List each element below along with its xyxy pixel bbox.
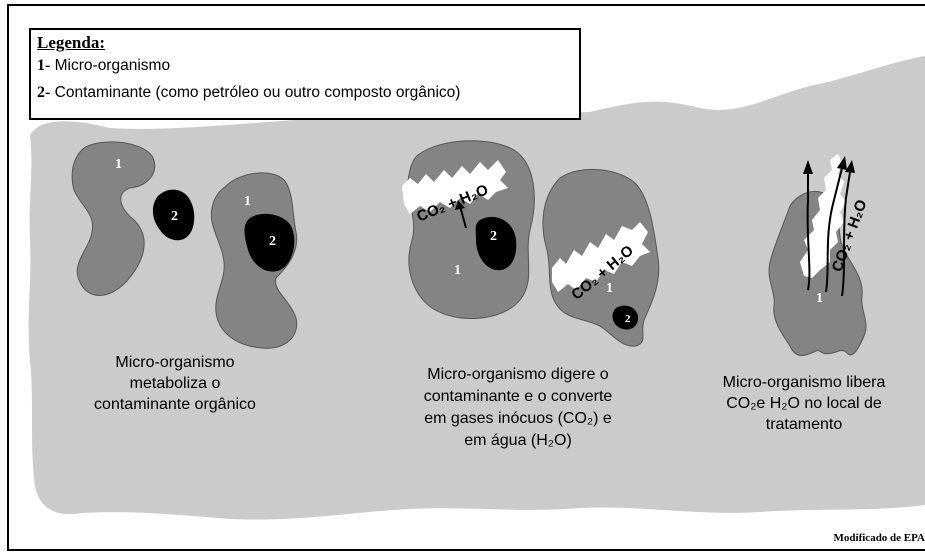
- arrow-head: [845, 160, 855, 173]
- microorganism-label: 1: [115, 157, 122, 172]
- microorganism-label: 1: [816, 291, 823, 306]
- legend-item: 1- Micro-organismo: [37, 54, 573, 78]
- contaminant-label: 2: [171, 209, 178, 224]
- contaminant-label: 2: [269, 234, 276, 249]
- legend-item-number: 2-: [37, 84, 51, 101]
- arrow-head: [455, 200, 465, 210]
- contaminant-shape: [244, 213, 295, 272]
- legend-item-number: 1-: [37, 57, 51, 74]
- contaminant-label: 2: [625, 313, 631, 325]
- release-arrow: [841, 171, 851, 297]
- contaminant-shape: [612, 305, 638, 330]
- caption-line: em água (H₂O): [464, 432, 572, 449]
- co2-h2o-bubble: [552, 222, 650, 292]
- stage-2-caption: Micro-organismo digere o contaminante e …: [398, 364, 638, 452]
- stage-1-caption: Micro-organismo metaboliza o contaminant…: [80, 352, 270, 415]
- caption-line: metaboliza o: [129, 375, 221, 392]
- legend-item-text: Micro-organismo: [54, 57, 171, 74]
- microorganism-label: 1: [454, 263, 461, 278]
- caption-line: contaminante e o converte: [423, 388, 613, 405]
- arrow-head: [837, 156, 847, 170]
- release-arrow: [825, 167, 843, 293]
- caption-line: tratamento: [765, 416, 843, 433]
- caption-line: em gases inócuos (CO₂) e: [424, 410, 612, 427]
- source-credit: Modificado de EPA: [833, 532, 925, 544]
- microorganism-shape: [71, 141, 156, 296]
- microorganism-label: 1: [244, 194, 251, 209]
- caption-line: Micro-organismo libera: [722, 374, 886, 391]
- caption-line: CO₂e H₂O no local de: [726, 395, 882, 412]
- release-arrow: [459, 205, 467, 229]
- microorganism-shape: [768, 191, 867, 356]
- stage-3-caption: Micro-organismo libera CO₂e H₂O no local…: [694, 372, 914, 435]
- legend-box: Legenda: 1- Micro-organismo 2- Contamina…: [29, 28, 581, 120]
- legend-title: Legenda:: [37, 33, 106, 52]
- caption-line: Micro-organismo digere o: [427, 366, 609, 383]
- arrow-head: [803, 160, 813, 174]
- contaminant-shape: [152, 189, 195, 241]
- caption-line: contaminante orgânico: [94, 396, 256, 413]
- figure-frame: [7, 4, 925, 551]
- microorganism-shape: [407, 140, 535, 319]
- contaminant-label: 2: [490, 229, 497, 244]
- contaminant-shape: [475, 216, 517, 271]
- microorganism-label: 1: [606, 281, 613, 296]
- release-arrow: [806, 172, 811, 291]
- co2-h2o-bubble: [800, 154, 846, 278]
- legend-item: 2- Contaminante (como petróleo ou outro …: [37, 78, 573, 107]
- legend-item-text: Contaminante (como petróleo ou outro com…: [54, 84, 461, 101]
- co2-h2o-bubble: [402, 160, 508, 214]
- caption-line: Micro-organismo: [115, 354, 235, 371]
